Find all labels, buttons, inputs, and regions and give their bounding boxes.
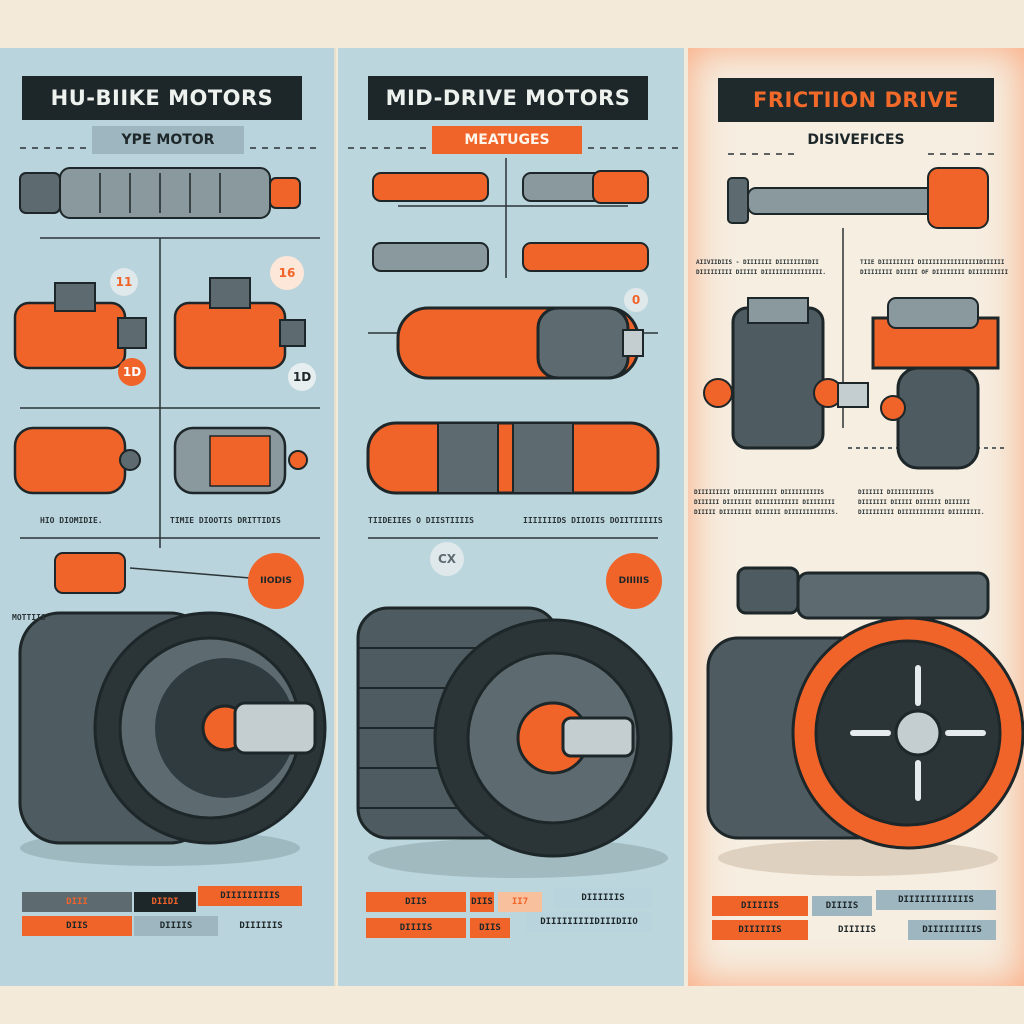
side-label: MOTTIIS: [12, 613, 46, 622]
hub-motor-wheel-icon: [18, 552, 327, 866]
comparison-table: DIII DIIDI DIIIIIIIIIS DIIS DIIIIS DIIII…: [22, 886, 312, 942]
mid-drive-panel: MID-DRIVE MOTORS MEATUGES: [338, 48, 684, 986]
caption: IIIIIIIDS DIIOIIS DOIITIIIIIS: [523, 516, 663, 525]
table-cell: DIIDI: [134, 892, 196, 912]
mid-drive-gearbox-icon: [366, 421, 660, 495]
friction-drive-subtitle: DISIVEFICES: [807, 132, 905, 148]
caption: HIO DIOMIDIE.: [40, 516, 103, 525]
mid-drive-subtitle: MEATUGES: [432, 126, 582, 154]
hub-motor-geared-icon: [173, 277, 306, 370]
table-cell: DIIIIIS: [712, 896, 808, 916]
table-cell: DIIIIIIIIIS: [908, 920, 996, 940]
table-cell: DIIIIIIS: [220, 916, 302, 936]
table-cell: DIIS: [22, 916, 132, 936]
mid-drive-illustrations: [348, 147, 678, 878]
hub-motor-finned-icon: [173, 426, 308, 495]
table-cell: DIIIIIIS: [712, 920, 808, 940]
table-cell: DIIIIS: [366, 918, 466, 938]
friction-drive-panel: FRICTIION DRIVE DISIVEFICES: [688, 48, 1024, 986]
callout-badge: DIIIIIS: [606, 553, 662, 609]
table-cell: DIIIIIIIIIS: [198, 886, 302, 906]
friction-drive-illustrations: [703, 153, 1024, 876]
note: TIIE DIIIIIIIII DIIIIIIIIIIIIIIIIDIIIIII…: [860, 259, 1009, 276]
friction-drive-title: FRICTIION DRIVE: [718, 78, 994, 122]
hub-motor-subtitle: YPE MOTOR: [92, 126, 244, 154]
comparison-table: DIIS DIIS II7 DIIIIIIS DIIIIS DIIS DIIII…: [366, 888, 666, 944]
hub-motor-title: HU-BIIKE MOTORS: [22, 76, 302, 120]
badge: 1D: [288, 363, 316, 391]
friction-drive-motor-icon: [703, 297, 869, 450]
friction-drive-shaft-icon: [727, 167, 989, 229]
table-cell: DIIS: [470, 918, 510, 938]
hub-motor-cylinder-icon: [13, 426, 141, 495]
hub-motor-small-icon: [13, 282, 147, 370]
mid-drive-wheel-icon: [356, 606, 673, 878]
caption: DIIIIII DIIIIIIIIIIIS DIIIIIII DIIIII DI…: [858, 489, 985, 516]
mid-drive-shaft-icon: [372, 170, 649, 272]
caption: DIIIIIIIII DIIIIIIIIIII DIIIIIIIIIIS DII…: [694, 489, 839, 516]
table-cell: DIIS: [470, 892, 494, 912]
comparison-table: DIIIIIS DIIIIS DIIIIIIIIIIIIS DIIIIIIS D…: [712, 890, 1002, 946]
table-cell: DIIIIIIS: [554, 888, 652, 908]
table-cell: DIIIIIS: [812, 920, 902, 940]
badge: 11: [110, 268, 138, 296]
table-cell: DIII: [22, 892, 132, 912]
table-cell: DIIS: [366, 892, 466, 912]
badge: 0: [624, 288, 648, 312]
table-cell: DIIIIS: [134, 916, 218, 936]
hub-motor-panel: HU-BIIKE MOTORS YPE MOTOR: [0, 48, 336, 986]
mid-drive-motor-icon: [396, 306, 644, 380]
badge: 1D: [118, 358, 146, 386]
table-cell: DIIIIIIIIIDIIIDIIO: [526, 912, 652, 932]
badge: 16: [270, 256, 304, 290]
table-cell: DIIIIIIIIIIIIS: [876, 890, 996, 910]
note: AIIVIIDIIS - DIIIIIII DIIIIIIIIDII DIIII…: [696, 259, 827, 276]
table-cell: II7: [498, 892, 542, 912]
friction-drive-wheel-icon: [706, 566, 1024, 876]
table-cell: DIIIIS: [812, 896, 872, 916]
caption: TIMIE DIOOTIS DRITTIDIS: [170, 516, 281, 525]
callout-badge: CX: [430, 542, 464, 576]
hub-motor-illustrations: [13, 147, 327, 866]
axle-icon: [19, 167, 301, 219]
friction-drive-geared-icon: [871, 297, 1000, 470]
infographic: HU-BIIKE MOTORS YPE MOTOR: [0, 48, 1024, 986]
caption: TIIDEIIES O DIISTIIIIS: [368, 516, 474, 525]
callout-badge: IIODIS: [248, 553, 304, 609]
mid-drive-title: MID-DRIVE MOTORS: [368, 76, 648, 120]
